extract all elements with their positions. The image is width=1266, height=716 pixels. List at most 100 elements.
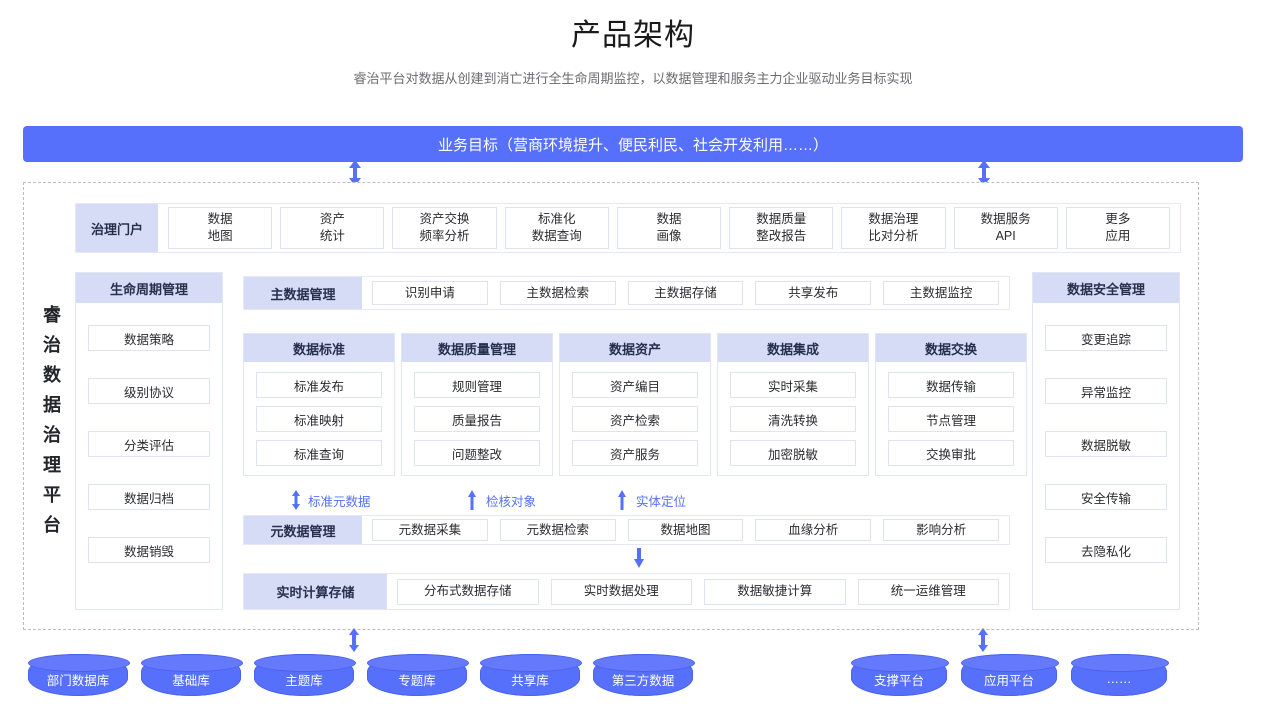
data-security-item[interactable]: 去隐私化 xyxy=(1045,537,1167,563)
business-goal-bar: 业务目标（营商环境提升、便民利民、社会开发利用……） xyxy=(23,126,1243,162)
portal-tile-line1: 资产交换 xyxy=(419,212,470,227)
realtime-tile[interactable]: 实时数据处理 xyxy=(550,578,692,605)
portal-tile[interactable]: 资产统计 xyxy=(280,207,385,249)
platform-cylinder-label: 应用平台 xyxy=(983,673,1034,688)
capability-panel-title: 数据质量管理 xyxy=(402,334,552,362)
data-security-item[interactable]: 安全传输 xyxy=(1045,484,1167,510)
database-cylinder[interactable]: 基础库 xyxy=(141,654,243,696)
portal-tile[interactable]: 标准化数据查询 xyxy=(504,207,609,249)
portal-tile-line2: 频率分析 xyxy=(419,229,470,243)
lifecycle-item[interactable]: 数据销毁 xyxy=(88,537,210,563)
page-subtitle: 睿治平台对数据从创建到消亡进行全生命周期监控，以数据管理和服务主力企业驱动业务目… xyxy=(353,71,913,86)
database-cylinder[interactable]: 共享库 xyxy=(480,654,582,696)
data-security-item[interactable]: 变更追踪 xyxy=(1045,325,1167,351)
data-security-item[interactable]: 数据脱敏 xyxy=(1045,431,1167,457)
master-data-label: 主数据管理 xyxy=(244,277,362,309)
portal-tile[interactable]: 数据画像 xyxy=(616,207,722,249)
lifecycle-item[interactable]: 数据策略 xyxy=(88,325,210,351)
database-cylinder-label: 基础库 xyxy=(172,673,210,688)
capability-item-list: 资产编目资产检索资产服务 xyxy=(560,362,710,466)
flow-label-inspection-object: 检核对象 xyxy=(486,495,537,509)
portal-tile-line2: 统计 xyxy=(319,229,345,243)
platform-cylinder[interactable]: …… xyxy=(1071,654,1169,696)
lifecycle-item[interactable]: 数据归档 xyxy=(88,484,210,510)
capability-item[interactable]: 资产服务 xyxy=(572,440,698,466)
capability-panel-title: 数据资产 xyxy=(560,334,710,362)
lifecycle-management-panel: 生命周期管理 数据策略级别协议分类评估数据归档数据销毁 xyxy=(75,272,223,610)
data-security-panel: 数据安全管理 变更追踪异常监控数据脱敏安全传输去隐私化 xyxy=(1032,272,1180,610)
metadata-management-row: 元数据管理 元数据采集元数据检索数据地图血缘分析影响分析 xyxy=(243,515,1010,545)
capability-item[interactable]: 实时采集 xyxy=(730,372,856,398)
master-data-tiles: 识别申请主数据检索主数据存储共享发布主数据监控 xyxy=(362,277,1009,309)
portal-tile-line2: 比对分析 xyxy=(868,229,919,243)
metadata-tile[interactable]: 元数据检索 xyxy=(499,519,616,541)
data-security-item-list: 变更追踪异常监控数据脱敏安全传输去隐私化 xyxy=(1033,303,1179,563)
portal-tile[interactable]: 资产交换频率分析 xyxy=(392,207,497,249)
metadata-tiles: 元数据采集元数据检索数据地图血缘分析影响分析 xyxy=(362,516,1009,544)
portal-tile[interactable]: 数据治理比对分析 xyxy=(841,207,946,249)
portal-tile-line1: 数据 xyxy=(207,212,233,227)
realtime-compute-row: 实时计算存储 分布式数据存储实时数据处理数据敏捷计算统一运维管理 xyxy=(243,573,1010,610)
lifecycle-item[interactable]: 级别协议 xyxy=(88,378,210,404)
governance-portal-label: 治理门户 xyxy=(76,204,158,252)
capability-item[interactable]: 资产检索 xyxy=(572,406,698,432)
bidirectional-arrow-icon xyxy=(346,628,362,652)
data-security-item[interactable]: 异常监控 xyxy=(1045,378,1167,404)
master-data-tile[interactable]: 识别申请 xyxy=(372,281,488,305)
portal-tile-line2: 地图 xyxy=(207,229,233,243)
flow-label-entity-locating: 实体定位 xyxy=(636,495,687,509)
platform-cylinder[interactable]: 支撑平台 xyxy=(851,654,949,696)
platform-cylinder[interactable]: 应用平台 xyxy=(961,654,1059,696)
portal-tile-line1: 数据 xyxy=(656,212,682,227)
capability-item[interactable]: 标准映射 xyxy=(256,406,382,432)
metadata-tile[interactable]: 数据地图 xyxy=(627,519,744,541)
master-data-tile[interactable]: 主数据检索 xyxy=(499,281,616,305)
portal-tile[interactable]: 数据质量整改报告 xyxy=(729,207,834,249)
capability-item[interactable]: 标准发布 xyxy=(256,372,382,398)
capability-item[interactable]: 数据传输 xyxy=(888,372,1014,398)
database-cylinder[interactable]: 主题库 xyxy=(254,654,356,696)
realtime-tile[interactable]: 统一运维管理 xyxy=(857,578,999,605)
capability-item[interactable]: 质量报告 xyxy=(414,406,540,432)
database-cylinder-label: 主题库 xyxy=(285,673,323,688)
governance-portal-row: 治理门户 数据地图资产统计资产交换频率分析标准化数据查询数据画像数据质量整改报告… xyxy=(75,203,1181,253)
portal-tile[interactable]: 数据地图 xyxy=(168,207,273,249)
master-data-tile[interactable]: 主数据存储 xyxy=(627,281,744,305)
capability-item[interactable]: 标准查询 xyxy=(256,440,382,466)
portal-tile-line1: 数据质量 xyxy=(756,212,807,227)
portal-tile-line2: 应用 xyxy=(1105,229,1131,243)
portal-tile-line1: 标准化 xyxy=(538,212,576,227)
database-cylinder-label: 第三方数据 xyxy=(611,673,675,688)
database-cylinder[interactable]: 部门数据库 xyxy=(28,654,130,696)
realtime-tile[interactable]: 数据敏捷计算 xyxy=(704,578,846,605)
metadata-tile[interactable]: 元数据采集 xyxy=(372,519,488,541)
bidirectional-arrow-icon xyxy=(346,160,364,186)
capability-panel: 数据质量管理规则管理质量报告问题整改 xyxy=(401,333,553,476)
platform-cylinder-label: …… xyxy=(1106,672,1132,686)
master-data-tile[interactable]: 主数据监控 xyxy=(883,281,999,305)
realtime-tile[interactable]: 分布式数据存储 xyxy=(397,578,539,605)
database-cylinder[interactable]: 第三方数据 xyxy=(593,654,695,696)
capability-item[interactable]: 问题整改 xyxy=(414,440,540,466)
down-arrow-icon xyxy=(632,548,646,568)
capability-item[interactable]: 交换审批 xyxy=(888,440,1014,466)
up-arrow-icon xyxy=(616,490,628,510)
capability-item[interactable]: 规则管理 xyxy=(414,372,540,398)
realtime-compute-tiles: 分布式数据存储实时数据处理数据敏捷计算统一运维管理 xyxy=(387,574,1009,609)
capability-item[interactable]: 节点管理 xyxy=(888,406,1014,432)
capability-item[interactable]: 资产编目 xyxy=(572,372,698,398)
capability-item-list: 标准发布标准映射标准查询 xyxy=(244,362,394,466)
metadata-tile[interactable]: 血缘分析 xyxy=(755,519,872,541)
capability-panel-title: 数据集成 xyxy=(718,334,868,362)
lifecycle-management-title: 生命周期管理 xyxy=(76,273,222,303)
up-arrow-icon xyxy=(466,490,478,510)
metadata-tile[interactable]: 影响分析 xyxy=(883,519,999,541)
capability-item[interactable]: 加密脱敏 xyxy=(730,440,856,466)
master-data-tile[interactable]: 共享发布 xyxy=(755,281,872,305)
lifecycle-item-list: 数据策略级别协议分类评估数据归档数据销毁 xyxy=(76,303,222,563)
portal-tile[interactable]: 更多应用 xyxy=(1065,207,1170,249)
capability-item[interactable]: 清洗转换 xyxy=(730,406,856,432)
database-cylinder[interactable]: 专题库 xyxy=(367,654,469,696)
lifecycle-item[interactable]: 分类评估 xyxy=(88,431,210,457)
